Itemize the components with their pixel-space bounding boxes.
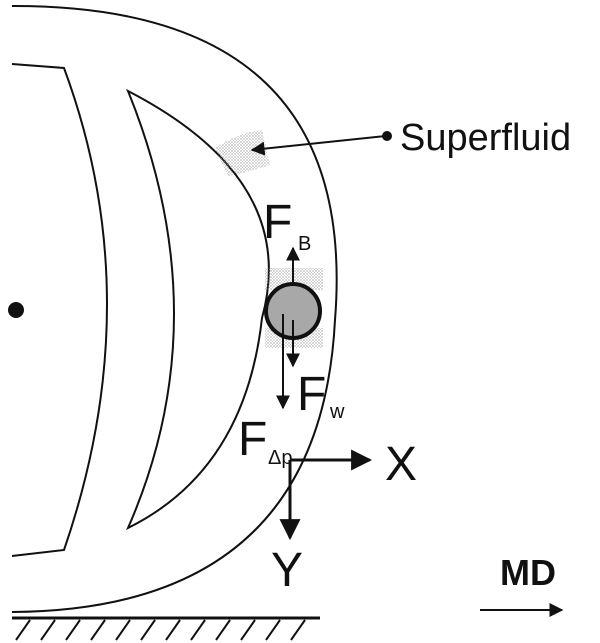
x-axis-label: X <box>385 438 417 491</box>
roll-outer-arc <box>11 4 338 613</box>
weight-force-subscript: w <box>329 401 345 423</box>
superfluid-label: Superfluid <box>400 117 571 159</box>
superfluid-pointer-line <box>250 135 387 156</box>
pressure-force-subscript: Δp <box>268 447 292 469</box>
superfluid-region <box>215 130 270 176</box>
machine-direction-label: MD <box>500 552 556 593</box>
ground-hatching <box>15 619 306 641</box>
superfluid-pointer-dot <box>382 131 392 141</box>
weight-force-label: F <box>297 368 326 421</box>
pressure-force-label: F <box>238 413 267 466</box>
outer-crescent-band <box>11 63 108 557</box>
inner-crescent <box>125 88 270 531</box>
roll-center-dot <box>8 302 24 318</box>
buoyancy-force-label: F <box>263 196 292 249</box>
y-axis-label: Y <box>271 544 303 597</box>
buoyancy-force-subscript: B <box>298 233 311 255</box>
